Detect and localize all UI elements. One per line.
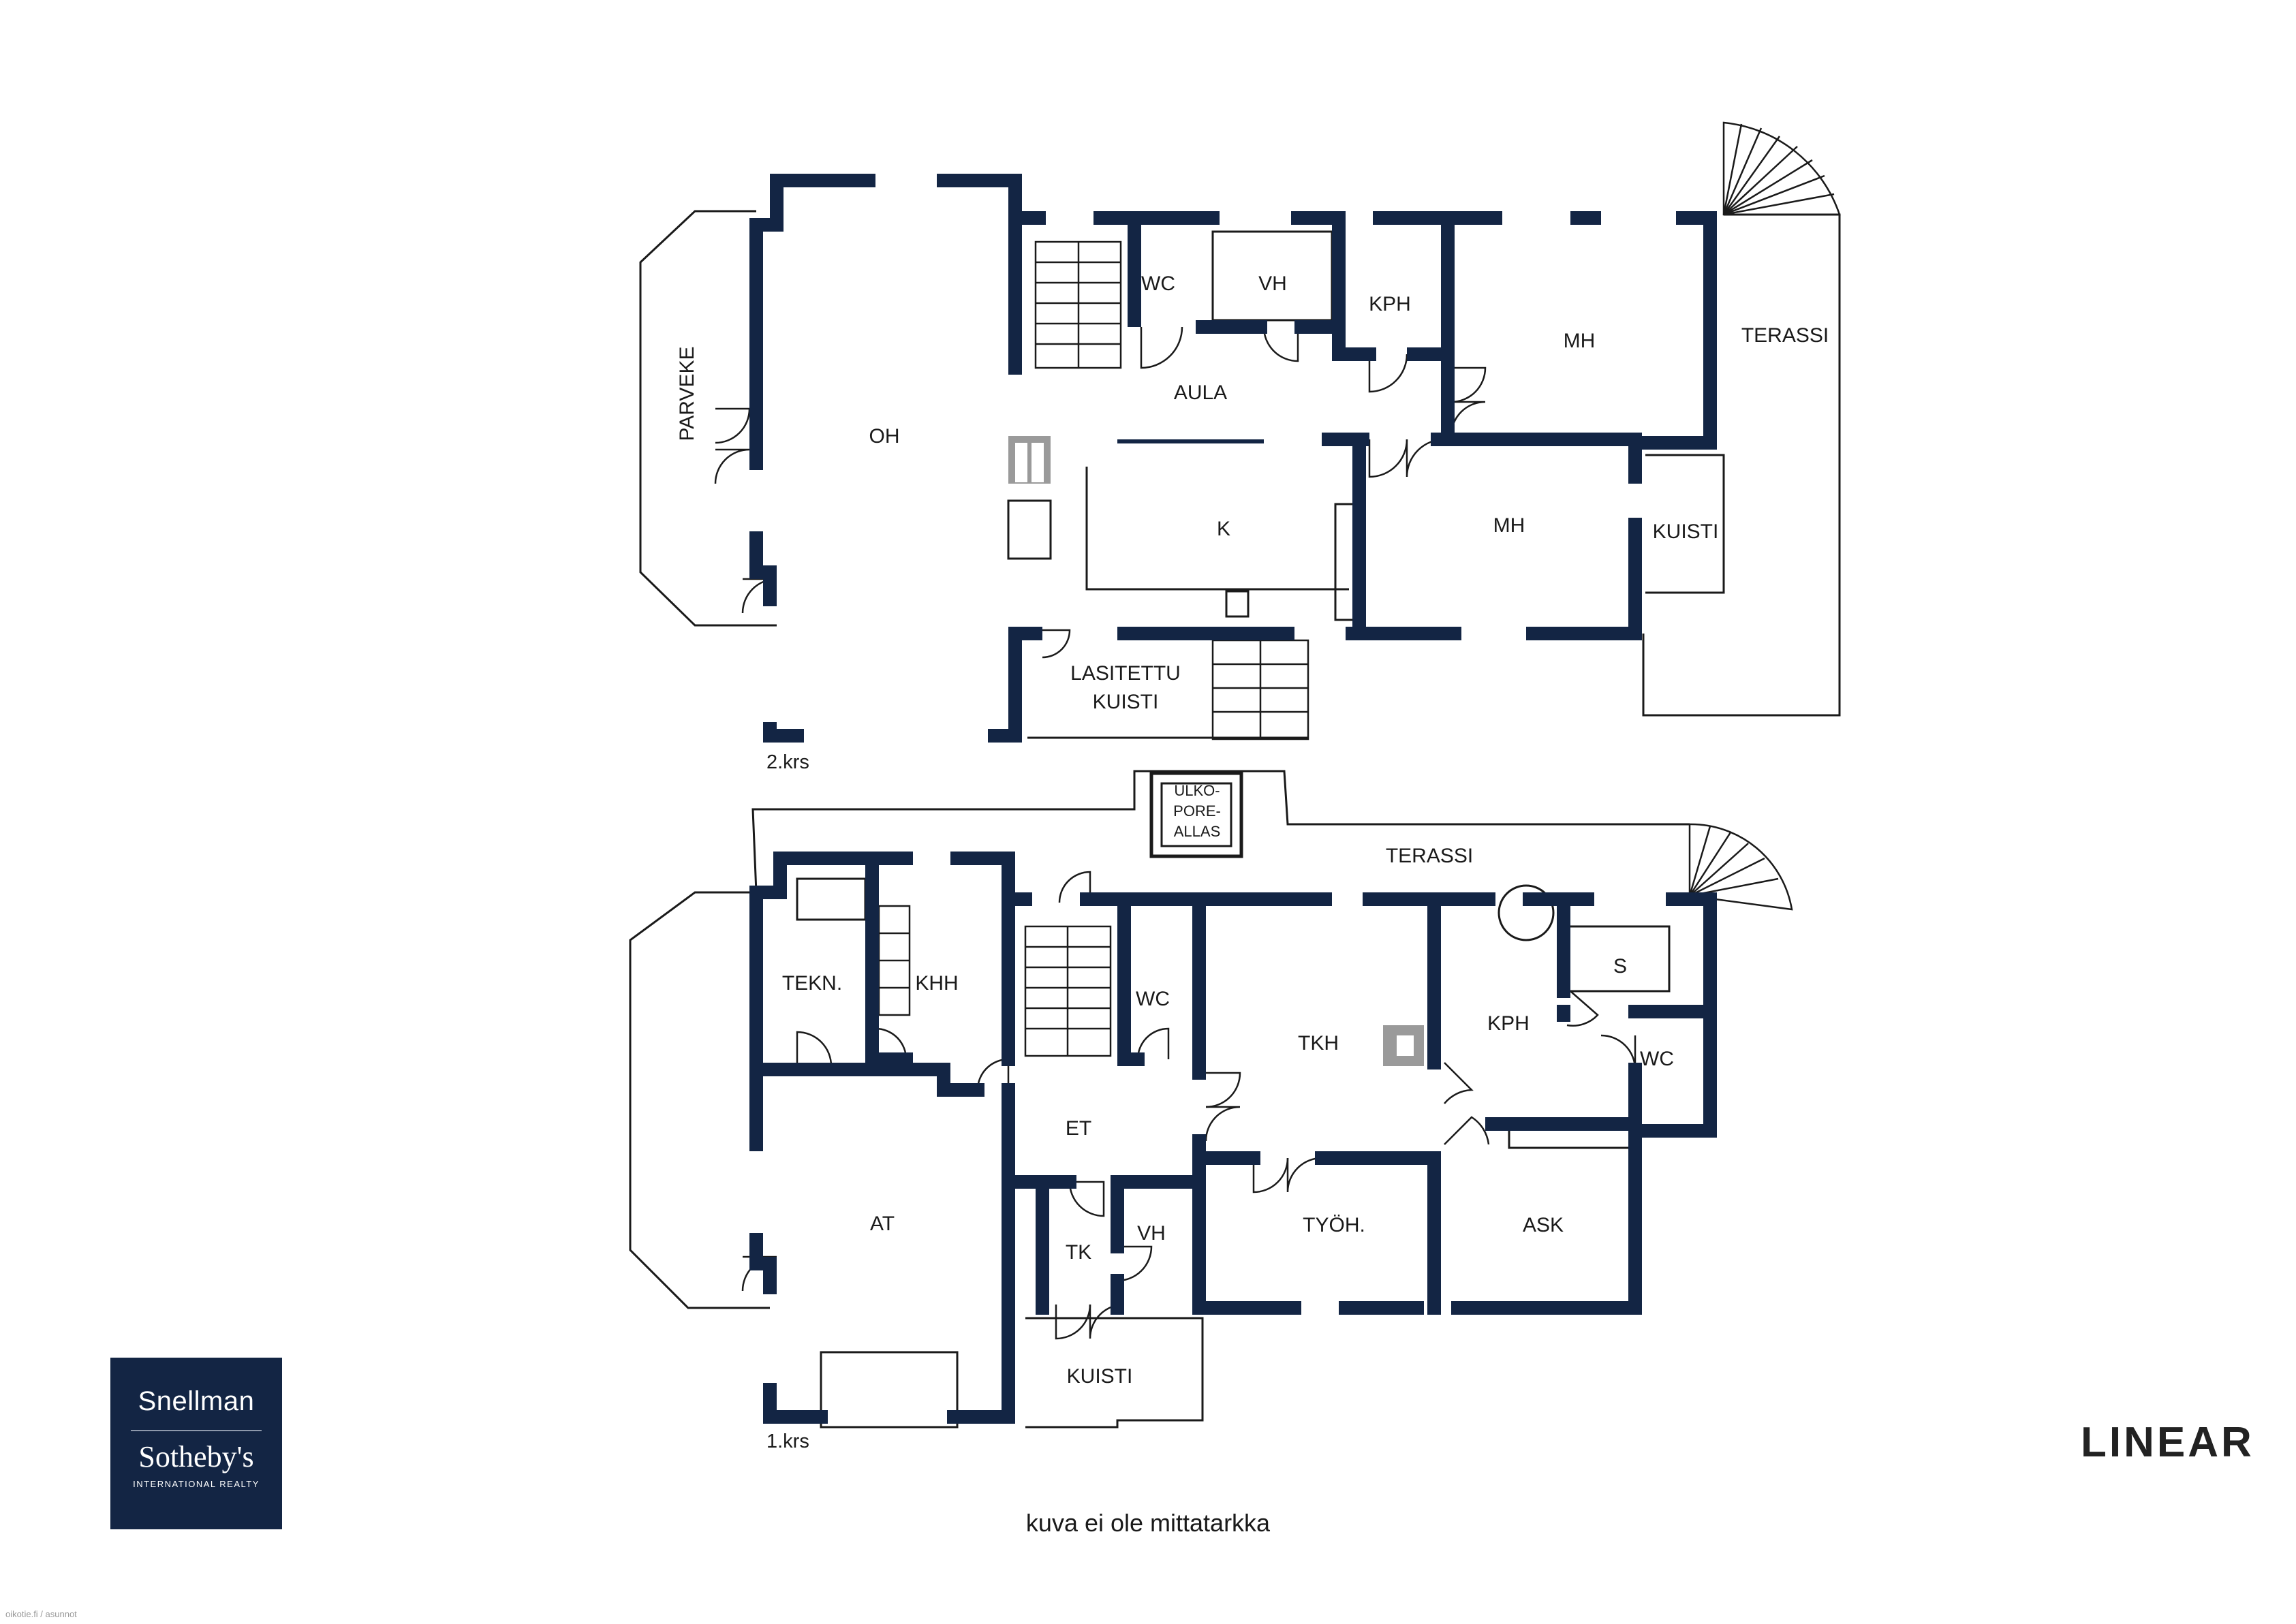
walls-lower bbox=[749, 852, 1717, 1424]
spiral-stair-upper bbox=[1722, 121, 1841, 216]
logo-rule bbox=[131, 1430, 262, 1431]
logo-line-1: Snellman bbox=[138, 1386, 255, 1416]
logo-line-2: Sotheby's bbox=[138, 1440, 254, 1473]
room-label-et: ET bbox=[1066, 1117, 1091, 1140]
room-label-wc: WC bbox=[1141, 272, 1175, 295]
walls-upper bbox=[749, 174, 1717, 743]
room-label-terassi-lower: TERASSI bbox=[1386, 845, 1473, 867]
room-label-oh: OH bbox=[869, 425, 900, 448]
floor-2-outlines bbox=[639, 210, 1841, 739]
room-label-aula: AULA bbox=[1174, 381, 1227, 404]
room-label-k: K bbox=[1217, 518, 1230, 540]
kuisti-lower-outline bbox=[1025, 1317, 1204, 1428]
room-label-kuisti-upper: KUISTI bbox=[1653, 520, 1719, 543]
island-hob-right bbox=[1031, 443, 1044, 482]
tekn-fixture bbox=[796, 877, 867, 921]
room-label-wc-lower-2: WC bbox=[1640, 1048, 1674, 1070]
floor-1-outlines bbox=[629, 770, 1690, 1428]
room-label-vh: VH bbox=[1258, 272, 1287, 295]
room-label-allas: ALLAS bbox=[1174, 823, 1221, 840]
kuisti-outline bbox=[1645, 454, 1725, 594]
doors-upper bbox=[714, 326, 1487, 659]
floor-2: PARVEKE OH WC VH KPH MH TERASSI AULA K M… bbox=[639, 121, 1841, 773]
source-credit: oikotie.fi / asunnot bbox=[5, 1609, 77, 1619]
room-label-lasitettu-kuisti: KUISTI bbox=[1093, 691, 1159, 713]
floor-label-1krs: 1.krs bbox=[766, 1431, 809, 1452]
room-label-ulko: ULKO- bbox=[1174, 782, 1220, 799]
island-hob-left bbox=[1015, 443, 1027, 482]
room-label-kuisti-lower: KUISTI bbox=[1067, 1365, 1133, 1388]
island-fixture bbox=[1008, 436, 1051, 484]
floor-label-2krs: 2.krs bbox=[766, 751, 809, 773]
hot-tub-outer bbox=[1149, 771, 1243, 858]
terassi-edge-lower bbox=[751, 770, 1690, 893]
kitchen-counter bbox=[1085, 467, 1349, 591]
room-label-tk: TK bbox=[1066, 1241, 1091, 1264]
room-label-kph: KPH bbox=[1369, 293, 1411, 315]
logo-line-3: INTERNATIONAL REALTY bbox=[133, 1479, 260, 1489]
fireplace-opening bbox=[1397, 1035, 1414, 1056]
room-label-kph-lower: KPH bbox=[1487, 1012, 1530, 1035]
room-label-pore: PORE- bbox=[1173, 802, 1221, 819]
room-label-tekn: TEKN. bbox=[782, 972, 842, 995]
room-label-wc-lower-1: WC bbox=[1136, 988, 1170, 1010]
hot-tub-inner bbox=[1160, 782, 1232, 847]
stairs-lower bbox=[878, 905, 1112, 1057]
sink-outline bbox=[1225, 590, 1250, 618]
room-label-tkh: TKH bbox=[1298, 1032, 1339, 1055]
room-label-terassi-upper: TERASSI bbox=[1741, 324, 1829, 347]
room-label-s: S bbox=[1613, 955, 1627, 978]
spiral-stair-lower bbox=[1688, 823, 1793, 911]
island-appliance bbox=[1007, 499, 1052, 560]
terassi-outline bbox=[1642, 213, 1841, 717]
room-label-at: AT bbox=[870, 1213, 895, 1235]
linear-logo: LINEAR bbox=[2081, 1419, 2254, 1466]
room-label-mh-lower: MH bbox=[1493, 514, 1525, 537]
floor-1: ULKO- PORE- ALLAS TERASSI TEKN. KHH WC T… bbox=[629, 770, 1793, 1452]
spa-bath bbox=[1498, 884, 1555, 941]
room-label-lasitettu: LASITETTU bbox=[1070, 662, 1181, 685]
room-label-khh: KHH bbox=[915, 972, 958, 995]
scale-disclaimer: kuva ei ole mittatarkka bbox=[1025, 1509, 1271, 1537]
room-label-parveke: PARVEKE bbox=[676, 347, 698, 441]
room-label-tyoh: TYÖH. bbox=[1303, 1214, 1365, 1236]
room-label-ask: ASK bbox=[1523, 1214, 1564, 1236]
room-label-mh-upper: MH bbox=[1564, 330, 1596, 352]
terrace-outline-lower bbox=[629, 891, 770, 1309]
snellman-sothebys-logo: Snellman Sotheby's INTERNATIONAL REALTY bbox=[110, 1358, 282, 1529]
room-label-vh-lower: VH bbox=[1137, 1222, 1166, 1245]
garage-bench bbox=[820, 1351, 959, 1428]
parveke-balcony-outline bbox=[639, 210, 777, 627]
